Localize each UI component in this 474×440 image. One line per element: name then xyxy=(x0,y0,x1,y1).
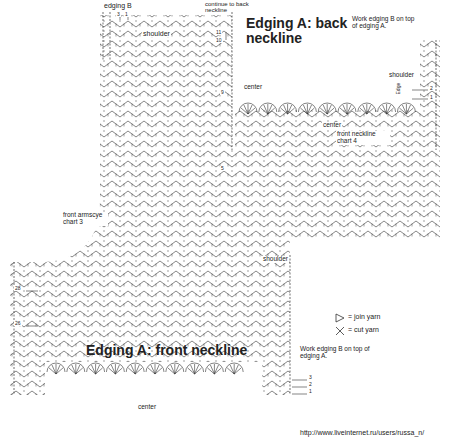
marker-arrows xyxy=(26,12,428,394)
shell-stitch xyxy=(186,363,204,374)
row-number: 11 xyxy=(215,30,222,35)
chart-label: shoulder xyxy=(262,256,289,263)
row-number: 1 xyxy=(309,389,312,394)
chart-label: Work edging B on top of edging A. xyxy=(352,16,418,30)
shell-stitch xyxy=(205,363,223,374)
row-number: 10 xyxy=(215,38,223,43)
row-number: 28 xyxy=(14,286,22,291)
chart-label: shoulder xyxy=(388,72,415,79)
shell-stitch xyxy=(259,103,277,114)
shell-stitch xyxy=(298,103,316,114)
row-number: 3 xyxy=(309,375,312,380)
row-number: 1 xyxy=(124,12,129,17)
chart-label: http://www.liveinternet.ru/users/russa_n… xyxy=(300,429,424,436)
shell-stitch xyxy=(67,363,85,374)
chart-label: edging B xyxy=(104,2,132,9)
shell-stitch xyxy=(358,103,376,114)
chart-label: front armscye chart 3 xyxy=(62,212,108,226)
shell-stitch xyxy=(146,363,164,374)
row-number: 9 xyxy=(220,90,225,95)
row-number: 3 xyxy=(116,12,121,17)
row-number: 2 xyxy=(429,86,434,91)
back-neckline-piece xyxy=(235,40,440,150)
shell-stitch xyxy=(225,363,243,374)
shell-stitch xyxy=(126,363,144,374)
chart-label: Edging A: back neckline xyxy=(246,16,348,45)
edge-columns xyxy=(14,12,436,395)
row-number: 5 xyxy=(220,166,225,171)
shell-stitch xyxy=(106,363,124,374)
shell-stitch xyxy=(166,363,184,374)
shell-stitch xyxy=(378,103,396,114)
chart-label: center xyxy=(243,84,263,91)
row-number: 26 xyxy=(14,321,22,326)
row-number: 2 xyxy=(309,382,312,387)
front-piece xyxy=(10,15,440,395)
shell-stitch xyxy=(279,103,297,114)
chart-label: center xyxy=(322,122,342,129)
legend-text: = join yarn xyxy=(348,313,381,320)
shell-stitch xyxy=(239,103,257,114)
shell-edging xyxy=(47,103,415,374)
shell-stitch xyxy=(47,363,65,374)
chart-label: Work edging B on top of edging A. xyxy=(300,346,372,360)
shell-stitch xyxy=(87,363,105,374)
chart-label: center xyxy=(138,404,156,411)
shell-stitch xyxy=(338,103,356,114)
chart-label: Edging A: front neckline xyxy=(86,343,247,358)
chart-label: continue to back neckline xyxy=(205,1,249,14)
legend-text: = cut yarn xyxy=(348,326,379,333)
chart-label: Edge xyxy=(396,82,401,96)
chart-label: front neckline chart 4 xyxy=(336,131,390,145)
shell-stitch xyxy=(318,103,336,114)
chart-label: shoulder xyxy=(142,30,171,37)
shell-stitch xyxy=(397,103,415,114)
legend-symbols xyxy=(336,314,344,335)
row-number: 1 xyxy=(429,95,434,100)
